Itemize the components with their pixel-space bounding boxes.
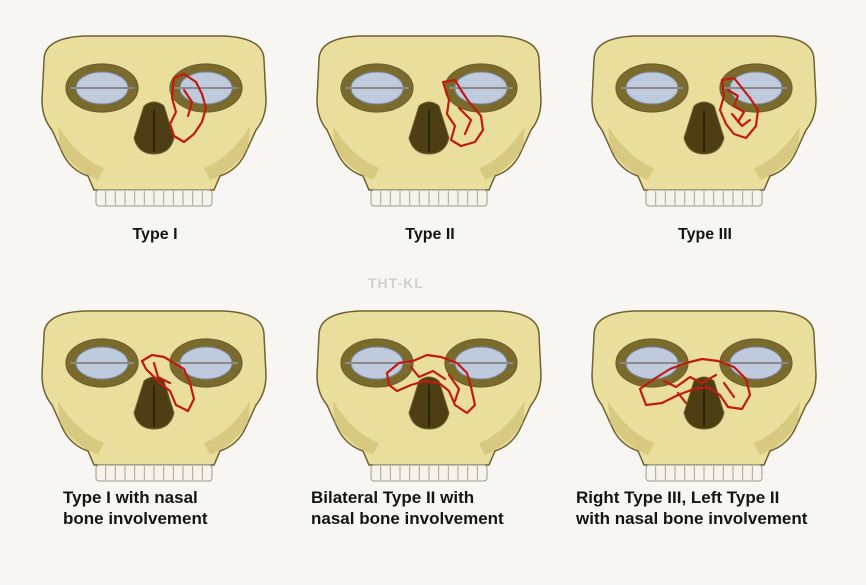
caption-line-2: bone involvement: [63, 508, 333, 529]
caption-line-2: nasal bone involvement: [311, 508, 581, 529]
panel-type-2: Type II: [295, 30, 565, 300]
skull-group: [42, 36, 266, 206]
skull-illustration: [20, 305, 290, 495]
skull-illustration: [570, 30, 840, 220]
panel-caption: Type III: [570, 226, 840, 244]
skull-illustration: [570, 305, 840, 495]
skull-illustration: [20, 30, 290, 220]
panel-type-3: Type III: [570, 30, 840, 300]
caption-line-1: Right Type III, Left Type II: [576, 487, 846, 508]
caption-line-1: Type III: [570, 226, 840, 244]
skull-group: [317, 36, 541, 206]
panel-caption: Bilateral Type II with nasal bone involv…: [295, 487, 581, 529]
caption-line-1: Type I: [20, 226, 290, 244]
panel-caption: Right Type III, Left Type II with nasal …: [570, 487, 846, 529]
panel-right-3-left-2-nasal: Right Type III, Left Type II with nasal …: [570, 305, 840, 575]
skull-illustration: [295, 30, 565, 220]
skull-group: [592, 311, 816, 481]
caption-line-1: Type II: [295, 226, 565, 244]
caption-line-2: with nasal bone involvement: [576, 508, 846, 529]
watermark: THT-KL: [368, 275, 424, 291]
panel-type-1-nasal: Type I with nasal bone involvement: [20, 305, 290, 575]
skull-group: [317, 311, 541, 481]
panel-type-1: Type I: [20, 30, 290, 300]
panel-caption: Type II: [295, 226, 565, 244]
panel-caption: Type I: [20, 226, 290, 244]
skull-illustration: [295, 305, 565, 495]
skull-group: [592, 36, 816, 206]
panel-bilateral-type-2-nasal: Bilateral Type II with nasal bone involv…: [295, 305, 565, 575]
skull-group: [42, 311, 266, 481]
panel-caption: Type I with nasal bone involvement: [20, 487, 333, 529]
caption-line-1: Bilateral Type II with: [311, 487, 581, 508]
caption-line-1: Type I with nasal: [63, 487, 333, 508]
